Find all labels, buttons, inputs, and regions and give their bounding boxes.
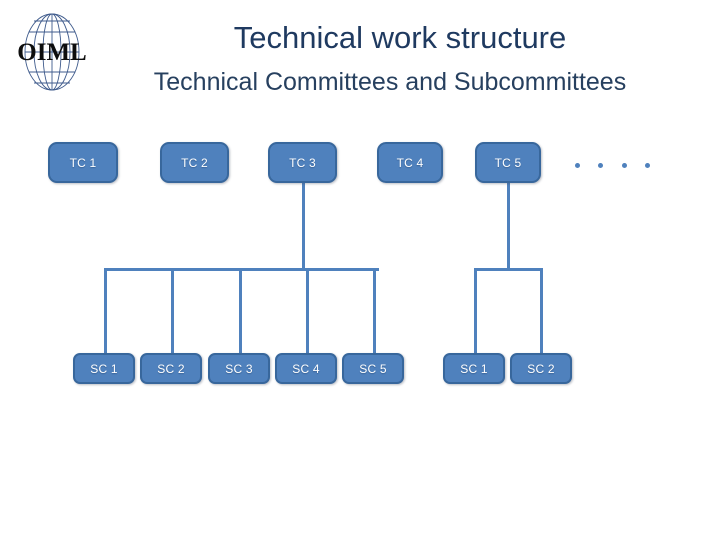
logo-text: OIML: [17, 39, 86, 66]
ellipsis-dot-1: [575, 163, 580, 168]
sc-node-tc3-5[interactable]: SC 5: [342, 353, 404, 384]
sc-node-tc5-2[interactable]: SC 2: [510, 353, 572, 384]
connector-tc3-drop: [302, 183, 305, 269]
tc-node-5[interactable]: TC 5: [475, 142, 541, 183]
node-label: SC 2: [527, 361, 555, 376]
page-title: Technical work structure: [233, 20, 567, 55]
sc-node-tc3-4[interactable]: SC 4: [275, 353, 337, 384]
node-label: TC 3: [289, 155, 316, 170]
page-subtitle: Technical Committees and Subcommittees: [153, 68, 627, 96]
node-label: SC 2: [157, 361, 185, 376]
oiml-logo: OIML: [10, 6, 94, 98]
globe-icon: [24, 13, 80, 91]
ellipsis-dot-2: [598, 163, 603, 168]
connector-tc5-bus: [474, 268, 541, 271]
ellipsis-dot-4: [645, 163, 650, 168]
node-label: TC 2: [181, 155, 208, 170]
connector-tc5-drop: [507, 183, 510, 269]
node-label: TC 4: [396, 155, 424, 170]
node-label: TC 1: [69, 155, 97, 170]
node-label: SC 1: [90, 361, 118, 376]
sc-node-tc5-1[interactable]: SC 1: [443, 353, 505, 384]
connector-tc3-riser-4: [306, 268, 309, 354]
node-label: SC 4: [292, 361, 320, 376]
sc-node-tc3-3[interactable]: SC 3: [208, 353, 270, 384]
node-label: SC 3: [225, 361, 253, 376]
connector-tc5-riser-1: [474, 268, 477, 354]
connector-tc3-riser-1: [104, 268, 107, 354]
connector-tc5-riser-2: [540, 268, 543, 354]
sc-node-tc3-2[interactable]: SC 2: [140, 353, 202, 384]
tc-node-4[interactable]: TC 4: [377, 142, 443, 183]
tc-node-3[interactable]: TC 3: [268, 142, 337, 183]
node-label: SC 5: [359, 361, 387, 376]
node-label: SC 1: [460, 361, 488, 376]
tc-node-2[interactable]: TC 2: [160, 142, 229, 183]
connector-tc3-riser-5: [373, 268, 376, 354]
connector-tc3-riser-2: [171, 268, 174, 354]
connector-tc3-riser-3: [239, 268, 242, 354]
tc-node-1[interactable]: TC 1: [48, 142, 118, 183]
sc-node-tc3-1[interactable]: SC 1: [73, 353, 135, 384]
node-label: TC 5: [494, 155, 522, 170]
ellipsis-dot-3: [622, 163, 627, 168]
